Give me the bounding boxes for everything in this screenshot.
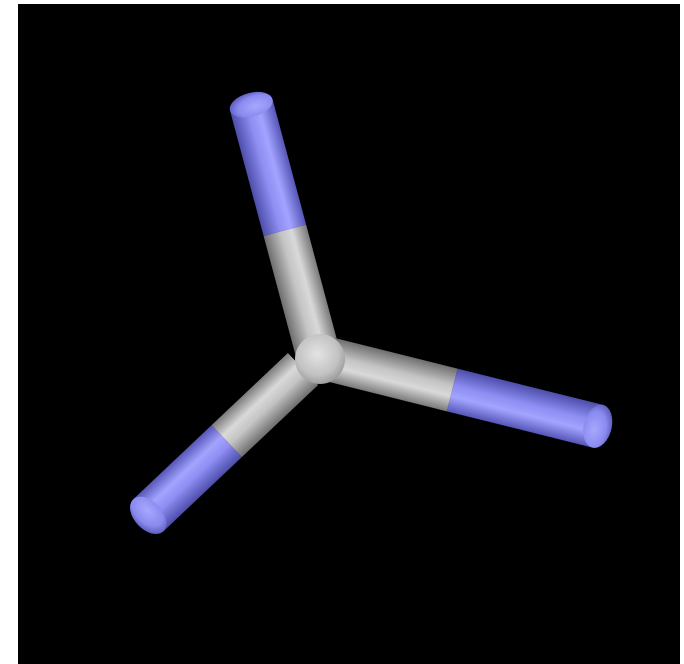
molecule-viewer-canvas[interactable] — [18, 4, 680, 664]
bond-c-n-lower-left — [130, 353, 319, 535]
nitrogen-atom-lower-left — [130, 496, 167, 535]
nitrogen-atom-right — [583, 404, 613, 448]
carbon-atom-center — [295, 334, 345, 384]
nitrogen-atom-top — [229, 91, 273, 118]
bond-c-n-right — [322, 337, 613, 448]
molecule-render — [130, 91, 613, 535]
bond-c-n-top — [229, 91, 340, 360]
